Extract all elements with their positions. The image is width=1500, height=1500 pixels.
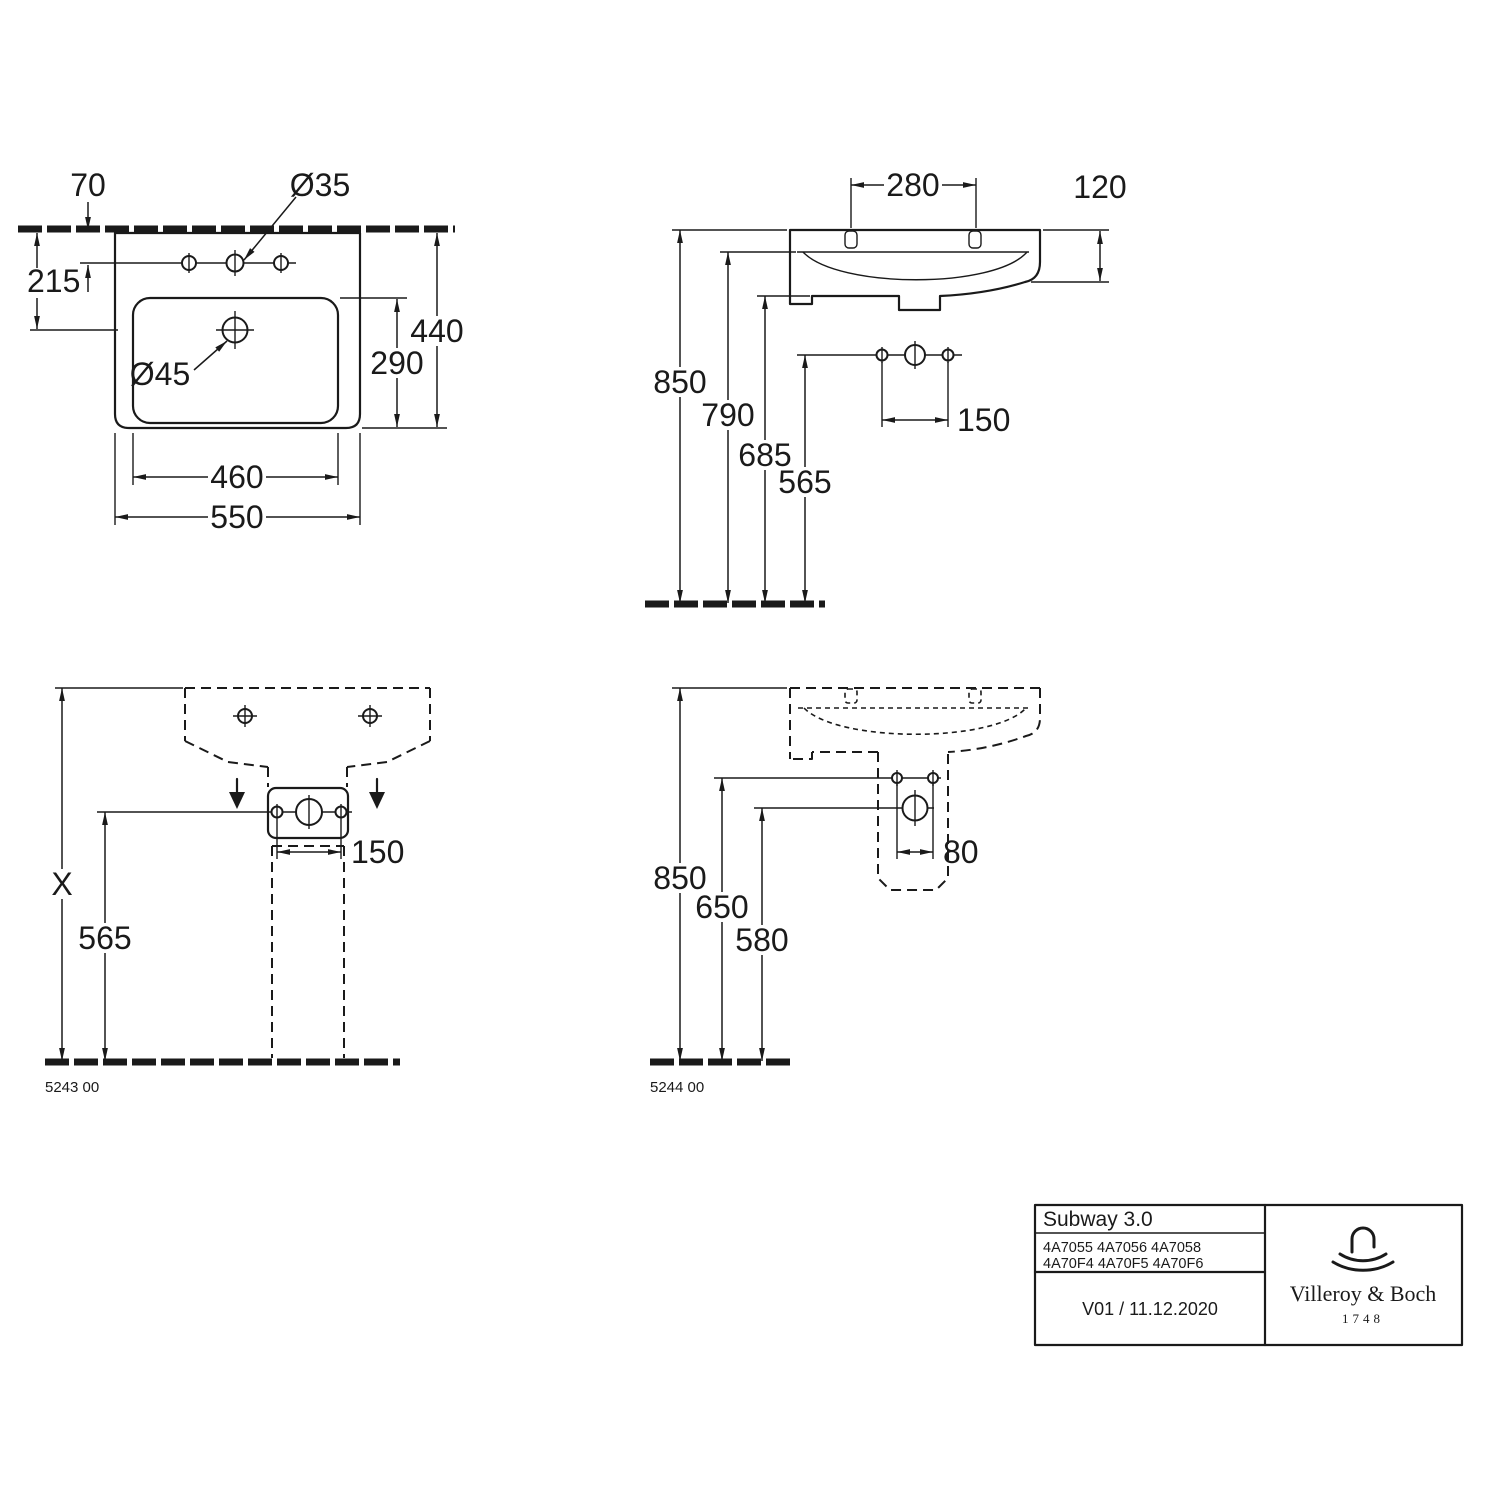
label-drain-hole-dia: Ø45 (130, 356, 190, 392)
down-arrow-icon (369, 792, 385, 809)
dim-fixing-spacing: 150 (351, 834, 404, 870)
side-pedestal-dimension-lines (672, 687, 934, 1061)
dim-mask (699, 400, 757, 430)
dim-mask (410, 316, 464, 346)
mounting-direction-arrows (229, 777, 385, 809)
side-dimension-lines (672, 178, 1109, 603)
basin-hidden-profile (789, 687, 1041, 760)
dim-fixing-height: 565 (778, 464, 831, 500)
half-pedestal-hidden-outline (877, 752, 949, 891)
title-block-border (1033, 1203, 1464, 1347)
dim-basin-width: 460 (210, 459, 263, 495)
dim-basin-depth: 290 (370, 345, 423, 381)
brand-year: 1748 (1342, 1311, 1384, 1326)
faucet-slot (844, 230, 858, 249)
dim-mask (208, 462, 266, 492)
dim-hole-spacing-top: 280 (886, 167, 939, 203)
dim-mask (651, 367, 709, 397)
side-pedestal-view: 80 850 650 580 5244 00 (650, 687, 1041, 1096)
wall-fixing-holes (797, 341, 962, 369)
dim-mask (48, 869, 76, 899)
label-faucet-hole-dia: Ø35 (290, 167, 350, 203)
article-number: 5244 00 (650, 1079, 704, 1096)
dim-mask (76, 923, 134, 953)
drain-hole (216, 311, 254, 349)
dim-mask (733, 925, 791, 955)
dim-fixing-height: 650 (695, 889, 748, 925)
brand-name: Villeroy & Boch (1290, 1281, 1437, 1306)
dim-mask (776, 467, 834, 497)
title-block: Subway 3.0 4A7055 4A7056 4A7058 4A70F4 4… (1033, 1203, 1464, 1347)
dim-fixing-height: 565 (78, 920, 131, 956)
basin-outline (113, 231, 362, 430)
dim-rim-height: 850 (653, 860, 706, 896)
faucet-holes (80, 250, 296, 276)
bowl-curve (802, 251, 1028, 281)
dim-mask (693, 892, 751, 922)
basin-fixing-holes (233, 705, 382, 727)
basin-side-profile (788, 228, 1042, 312)
faucet-slot (968, 230, 982, 249)
dim-mask (651, 863, 709, 893)
dim-total-depth: 440 (410, 313, 463, 349)
mounting-plate (97, 786, 352, 840)
plan-view: 70 215 Ø35 Ø45 440 290 460 550 (18, 167, 464, 535)
article-numbers-line2: 4A70F4 4A70F5 4A70F6 (1043, 1256, 1203, 1272)
front-dimension-lines (55, 687, 342, 1061)
dim-drain-height: 580 (735, 922, 788, 958)
brand-logo-icon (1331, 1226, 1395, 1272)
dim-rim-height: 850 (653, 364, 706, 400)
dim-mask (736, 440, 794, 470)
trap-fixings (714, 770, 941, 826)
dim-total-height: X (51, 866, 72, 902)
dim-mask (22, 268, 82, 298)
side-view: 280 120 850 790 685 565 150 (645, 167, 1127, 608)
dim-fixing-spacing: 150 (957, 402, 1010, 438)
dim-drain-offset: 80 (943, 834, 979, 870)
dim-top-offset: 70 (70, 167, 106, 203)
dim-front-height: 120 (1073, 169, 1126, 205)
dim-mask (370, 348, 424, 378)
down-arrow-icon (229, 792, 245, 809)
version-date: V01 / 11.12.2020 (1082, 1299, 1218, 1319)
dim-total-width: 550 (210, 499, 263, 535)
article-numbers-line1: 4A7055 4A7056 4A7058 (1043, 1240, 1201, 1256)
article-number: 5243 00 (45, 1079, 99, 1096)
basin-hidden-outline (184, 687, 431, 787)
pedestal-hidden-outline (271, 845, 345, 1058)
dim-mask (884, 170, 942, 200)
product-name: Subway 3.0 (1043, 1208, 1153, 1231)
dim-drain-depth: 215 (27, 263, 80, 299)
dim-inner-height: 790 (701, 397, 754, 433)
dim-mask (208, 502, 266, 532)
front-pedestal-view: 150 X 565 5243 00 (45, 687, 431, 1096)
basin-inner-bowl (131, 296, 340, 425)
